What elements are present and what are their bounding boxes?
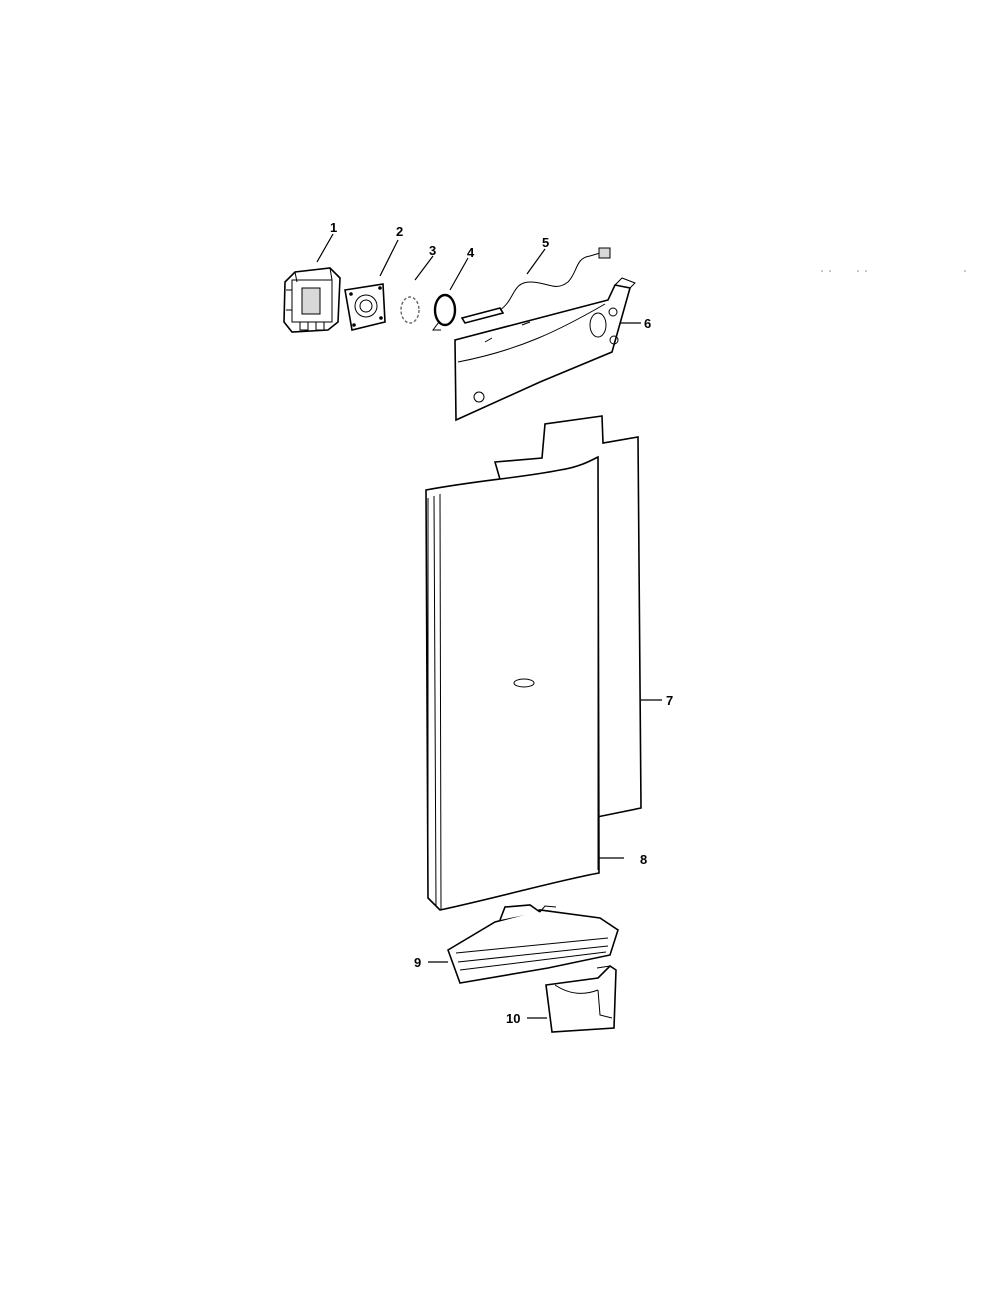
callout-2: 2 [396, 224, 403, 239]
part-6-upper-panel [454, 277, 636, 422]
callout-7: 7 [666, 693, 673, 708]
part-8-door-panel [425, 455, 600, 911]
callout-8: 8 [640, 852, 647, 867]
part-1-housing [283, 267, 341, 333]
callout-9: 9 [414, 955, 421, 970]
part-4-clamp [432, 293, 457, 331]
callout-10: 10 [506, 1011, 520, 1026]
part-3-ring [400, 296, 420, 324]
callout-4: 4 [467, 245, 475, 260]
callout-1: 1 [330, 220, 337, 235]
callout-3: 3 [429, 243, 436, 258]
part-2-gasket [344, 283, 386, 331]
part-9-tray-grille [447, 904, 619, 984]
callout-5: 5 [542, 235, 549, 250]
part-10-drip-cup [545, 964, 617, 1033]
callout-6: 6 [644, 316, 651, 331]
scan-specks [821, 270, 966, 272]
part-5-wire-harness [460, 247, 611, 324]
